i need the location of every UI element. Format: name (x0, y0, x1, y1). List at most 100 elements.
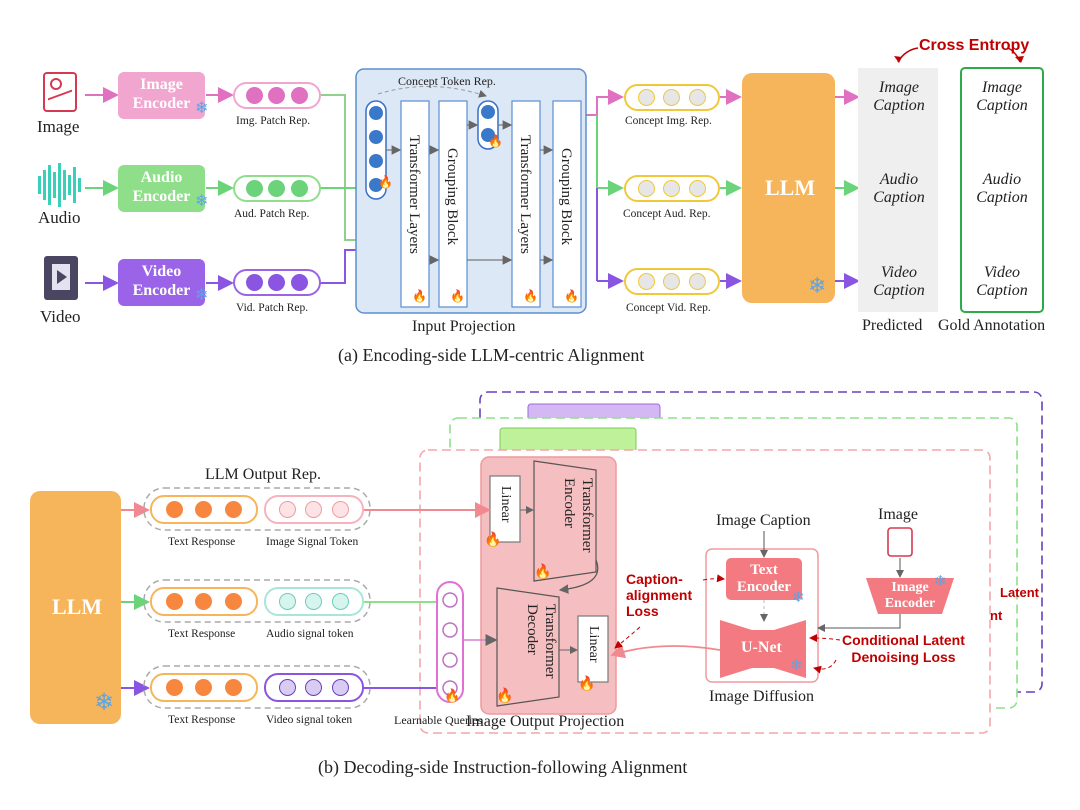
unet-label: U-Net (741, 639, 782, 656)
predicted-box (858, 68, 938, 312)
concept-img-label: Concept Img. Rep. (625, 115, 712, 127)
concept-aud-pill (624, 175, 720, 202)
text-response-label-1: Text Response (168, 536, 236, 548)
text-encoder-box (726, 558, 802, 600)
gold-annotation-box (960, 67, 1044, 313)
transformer-layers-2: Transformer Layers (517, 135, 533, 254)
transformer-encoder-label: Transformer Encoder (561, 478, 595, 553)
partial-back-label-1: Latent (1000, 585, 1039, 600)
linear-label-2: Linear (586, 626, 601, 663)
learnable-queries-column (436, 581, 464, 703)
vid-patch-pill (233, 269, 321, 296)
audio-waveform-icon (38, 162, 82, 208)
image-output-projection-title: Image Output Projection (466, 713, 625, 730)
transformer-decoder-label: Transformer Decoder (524, 604, 558, 679)
video-file-icon (44, 256, 78, 300)
fire-icon: 🔥 (534, 565, 552, 580)
transformer-layers-1: Transformer Layers (406, 135, 422, 254)
caption-part-b: (b) Decoding-side Instruction-following … (318, 757, 688, 777)
input-projection-title: Input Projection (412, 318, 516, 335)
llm-label-b: LLM (52, 594, 103, 619)
text-response-pill-1 (150, 495, 258, 524)
text-response-label-2: Text Response (168, 628, 236, 640)
fire-icon: 🔥 (484, 533, 502, 548)
fire-icon: 🔥 (578, 677, 596, 692)
input-projection-box (355, 68, 587, 314)
image-label-b: Image (878, 506, 918, 523)
transformer-decoder-shape (496, 587, 560, 707)
snowflake-icon: ❄ (94, 690, 115, 716)
gold-annotation-label: Gold Annotation (938, 317, 1046, 334)
image-diffusion-label: Image Diffusion (709, 688, 815, 705)
image-signal-label: Image Signal Token (266, 536, 359, 548)
fire-icon: 🔥 (523, 289, 538, 303)
text-response-label-3: Text Response (168, 714, 236, 726)
concept-vid-label: Concept Vid. Rep. (626, 302, 711, 314)
llm-block-b (30, 491, 121, 724)
aud-patch-label: Aud. Patch Rep. (234, 208, 310, 220)
video-signal-label: Video signal token (266, 714, 353, 726)
modality-label-audio: Audio (38, 208, 81, 227)
aud-patch-pill (233, 175, 321, 202)
cross-entropy-label: Cross Entropy (919, 37, 1030, 54)
audio-signal-pill (264, 587, 364, 616)
caption-part-a: (a) Encoding-side LLM-centric Alignment (338, 345, 645, 365)
llm-label-a: LLM (765, 175, 816, 200)
concept-img-pill (624, 84, 720, 111)
fire-icon: 🔥 (378, 175, 393, 189)
grouping-block-1: Grouping Block (444, 148, 460, 246)
text-response-pill-3 (150, 673, 258, 702)
snowflake-icon: ❄ (808, 273, 827, 298)
fire-icon: 🔥 (412, 289, 427, 303)
unet-shape (720, 620, 806, 678)
text-response-pill-2 (150, 587, 258, 616)
predicted-label: Predicted (862, 317, 923, 334)
concept-vid-pill (624, 268, 720, 295)
img-patch-pill (233, 82, 321, 109)
vid-patch-label: Vid. Patch Rep. (236, 302, 309, 314)
image-encoder-shape (866, 578, 954, 614)
partial-back-label-2: nt (990, 608, 1003, 623)
fire-icon: 🔥 (564, 289, 579, 303)
modality-label-video: Video (40, 307, 81, 326)
video-signal-pill (264, 673, 364, 702)
llm-block-a (742, 73, 835, 303)
snowflake-icon: ❄ (934, 574, 947, 590)
snowflake-icon: ❄ (792, 590, 805, 606)
learnable-queries-label: Learnable Queries (394, 713, 483, 727)
grouping-block-2: Grouping Block (558, 148, 574, 246)
audio-flow-lines (85, 115, 860, 196)
llm-output-rep-label: LLM Output Rep. (205, 466, 321, 483)
fire-icon: 🔥 (450, 289, 465, 303)
fire-icon: 🔥 (444, 688, 461, 703)
image-icon (43, 72, 77, 112)
transformer-encoder-shape (533, 460, 597, 582)
snowflake-icon: ❄ (195, 193, 209, 210)
snowflake-icon: ❄ (790, 658, 803, 674)
concept-token-label: Concept Token Rep. (398, 74, 496, 88)
linear-label-1: Linear (498, 486, 513, 523)
image-caption-label: Image Caption (716, 512, 811, 529)
snowflake-icon: ❄ (195, 287, 209, 304)
concept-token-dots (369, 105, 495, 192)
modality-label-image: Image (37, 117, 80, 136)
fire-icon: 🔥 (496, 689, 514, 704)
concept-aud-label: Concept Aud. Rep. (623, 208, 711, 220)
snowflake-icon: ❄ (195, 100, 209, 117)
fire-icon: 🔥 (488, 134, 503, 148)
image-signal-pill (264, 495, 364, 524)
